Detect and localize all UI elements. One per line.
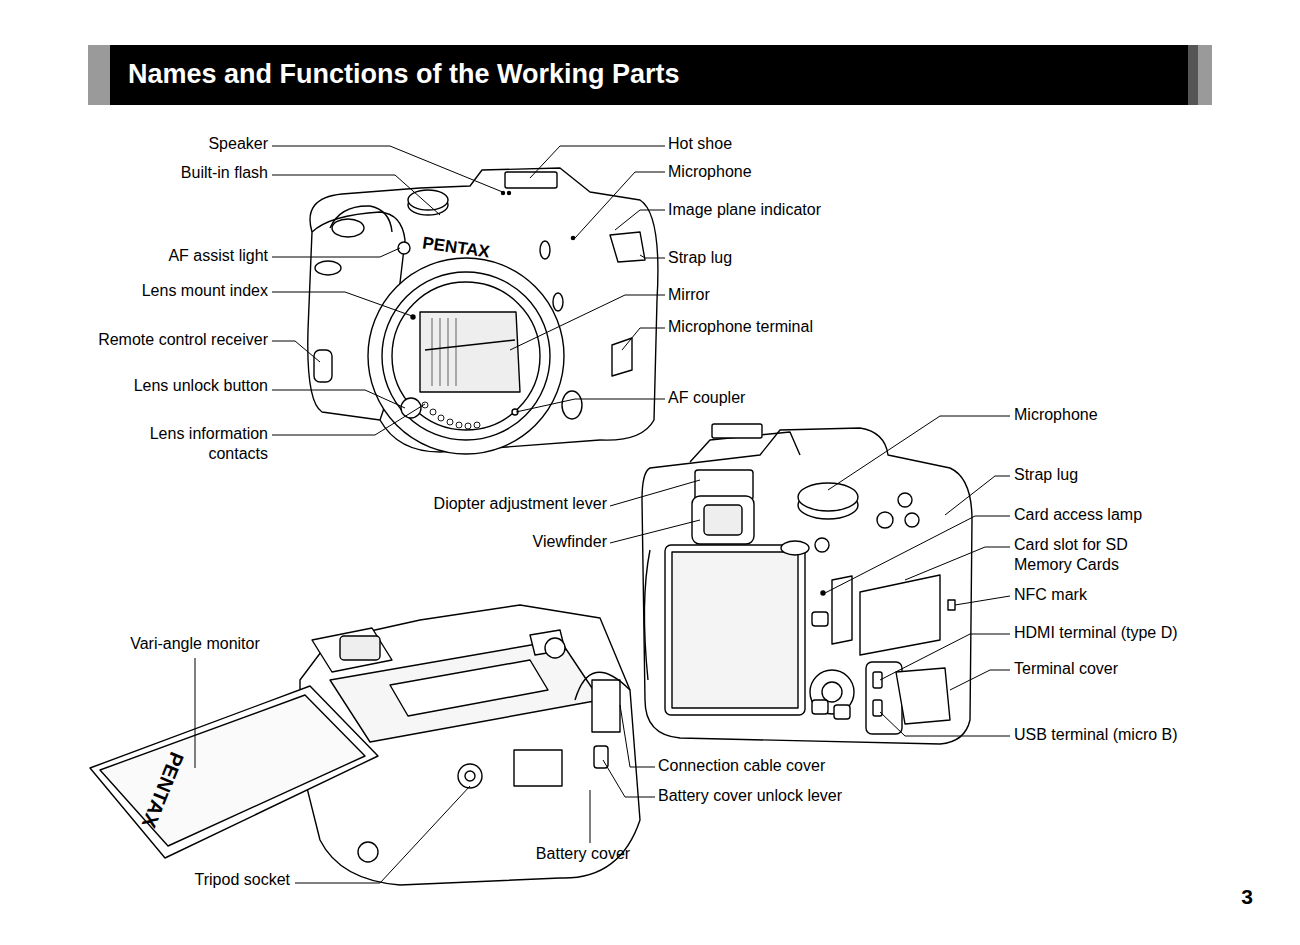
title-band-edge <box>88 45 1212 105</box>
title-band-edge <box>1188 45 1198 105</box>
part-label: AF coupler <box>668 388 868 408</box>
part-label: Battery cover <box>503 844 663 864</box>
part-label: HDMI terminal (type D) <box>1014 623 1234 643</box>
part-label: USB terminal (micro B) <box>1014 725 1234 745</box>
part-label: Microphone <box>1014 405 1214 425</box>
part-label: Terminal cover <box>1014 659 1214 679</box>
part-label: Card access lamp <box>1014 505 1214 525</box>
part-label: Mirror <box>668 285 868 305</box>
part-label: Strap lug <box>668 248 868 268</box>
part-label: Vari-angle monitor <box>85 634 305 654</box>
part-label: Lens information contacts <box>128 424 268 464</box>
title-band <box>110 45 1188 105</box>
part-label: Lens mount index <box>68 281 268 301</box>
leader-lines <box>195 146 1010 883</box>
part-label: Speaker <box>68 134 268 154</box>
rear-camera <box>642 424 972 744</box>
part-label: Image plane indicator <box>668 200 868 220</box>
part-label: NFC mark <box>1014 585 1214 605</box>
part-label: Viewfinder <box>407 532 607 552</box>
part-label: Hot shoe <box>668 134 868 154</box>
part-label: AF assist light <box>68 246 268 266</box>
part-label: Battery cover unlock lever <box>658 786 898 806</box>
page-number: 3 <box>1227 887 1267 907</box>
part-label: Connection cable cover <box>658 756 898 776</box>
page-title: Names and Functions of the Working Parts <box>128 57 680 91</box>
part-label: Strap lug <box>1014 465 1214 485</box>
part-label: Built-in flash <box>68 163 268 183</box>
part-label: Tripod socket <box>90 870 290 890</box>
part-label: Microphone terminal <box>668 317 868 337</box>
part-label: Remote control receiver <box>48 330 268 350</box>
part-label: Diopter adjustment lever <box>347 494 607 514</box>
part-label: Lens unlock button <box>68 376 268 396</box>
part-label: Card slot for SD Memory Cards <box>1014 535 1144 575</box>
part-label: Microphone <box>668 162 868 182</box>
front-camera <box>308 168 658 454</box>
